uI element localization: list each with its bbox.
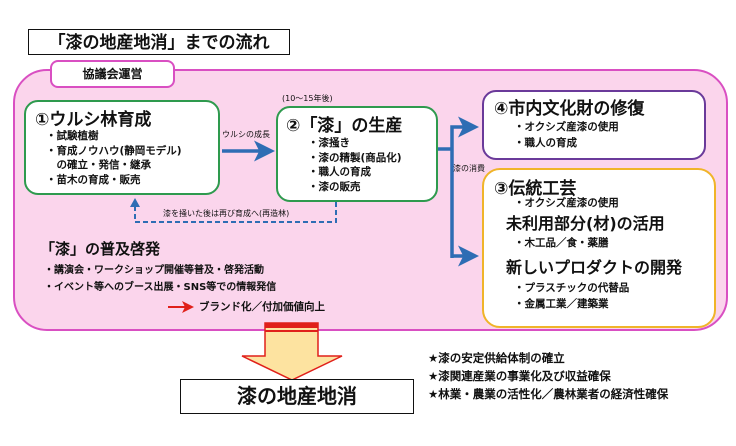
- box2-item: ・漆掻き: [308, 137, 350, 149]
- council-operation-tag: 協議会運営: [50, 60, 175, 88]
- box4-heading: ④市内文化財の修復: [494, 99, 645, 119]
- arrow-to-cultural-assets: [450, 116, 479, 258]
- box4-item: ・職人の育成: [514, 137, 577, 149]
- timing-note: (10～15年後): [282, 94, 333, 103]
- box2-item: ・漆の精製(商品化): [308, 151, 402, 164]
- box-urushi-production: ②「漆」の生産 ・漆掻き ・漆の精製(商品化) ・職人の育成 ・漆の販売: [276, 106, 438, 202]
- box1-item: ・育成ノウハウ(静岡モデル): [46, 144, 182, 157]
- new-products-item: ・金属工業／建築業: [514, 298, 609, 310]
- unused-parts-item: ・木工品／食・薬膳: [514, 237, 609, 249]
- box2-item: ・漆の販売: [308, 180, 361, 193]
- replanting-loop-head: [130, 198, 140, 207]
- box3-heading: ③伝統工芸: [494, 179, 577, 199]
- new-products-heading: 新しいプロダクトの開発: [506, 258, 683, 277]
- replanting-label: 漆を掻いた後は再び育成へ(再造林): [163, 209, 290, 218]
- box1-item: の確立・発信・継承: [46, 159, 151, 171]
- promotion-item: ・講演会・ワークショップ開催等普及・啓発活動: [44, 265, 264, 276]
- unused-parts-heading: 未利用部分(材)の活用: [506, 214, 665, 233]
- box4-item: ・オクシズ産漆の使用: [514, 121, 619, 133]
- diagram-title: 「漆の地産地消」までの流れ: [28, 29, 290, 55]
- box-cultural-assets-restoration: ④市内文化財の修復 ・オクシズ産漆の使用 ・職人の育成: [482, 90, 706, 160]
- box1-item: ・苗木の育成・販売: [46, 173, 141, 186]
- box-traditional-crafts: ③伝統工芸 ・オクシズ産漆の使用 未利用部分(材)の活用 ・木工品／食・薬膳 新…: [482, 168, 716, 328]
- box1-heading: ①ウルシ林育成: [35, 110, 152, 130]
- benefit-item: ★漆の安定供給体制の確立: [428, 351, 565, 365]
- box2-item: ・職人の育成: [308, 166, 371, 178]
- consumption-label: 漆の消費: [453, 164, 485, 173]
- box2-heading: ②「漆」の生産: [286, 116, 403, 136]
- box1-item: ・試験植樹: [46, 130, 99, 142]
- benefit-item: ★漆関連産業の事業化及び収益確保: [428, 369, 611, 383]
- promotion-item: ・イベント等へのブース出展・SNS等での情報発信: [44, 282, 277, 293]
- box-urushi-forest: ①ウルシ林育成 ・試験植樹 ・育成ノウハウ(静岡モデル) の確立・発信・継承 ・…: [24, 100, 220, 195]
- branding-result: ブランド化／付加価値向上: [199, 301, 325, 313]
- promotion-heading: 「漆」の普及啓発: [40, 240, 161, 258]
- down-arrow-to-goal: [241, 322, 343, 381]
- benefit-item: ★林業・農業の活性化／農林業者の経済性確保: [428, 387, 669, 401]
- new-products-item: ・プラスチックの代替品: [514, 282, 630, 294]
- box3-item-top: ・オクシズ産漆の使用: [514, 197, 619, 209]
- final-goal-box: 漆の地産地消: [180, 379, 414, 414]
- growth-label: ウルシの成長: [222, 130, 270, 139]
- replanting-loop: [134, 202, 337, 223]
